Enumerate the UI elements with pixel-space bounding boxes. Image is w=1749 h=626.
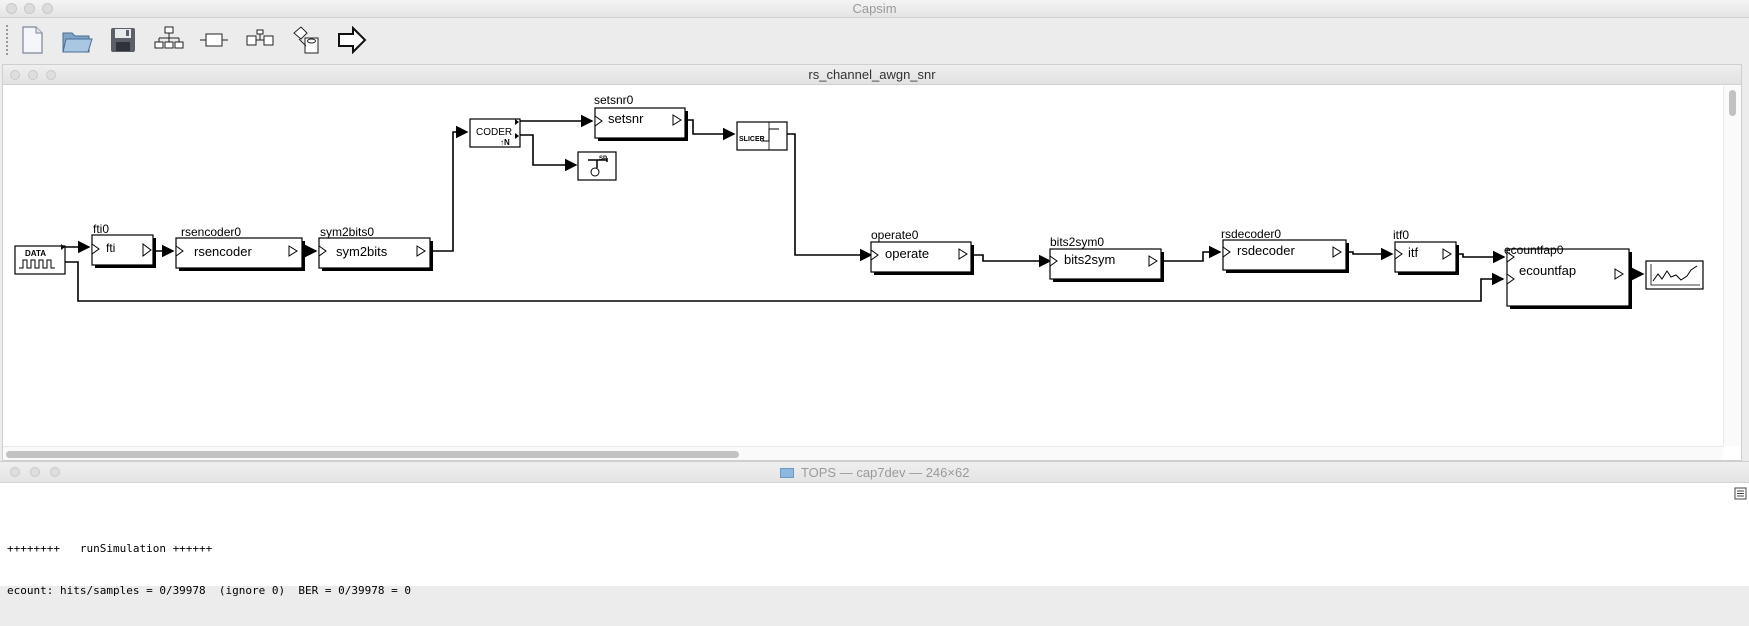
save-button[interactable] (106, 23, 140, 57)
wire-bits2sym-rsdecoder (1161, 245, 1222, 262)
block-rsencoder0[interactable]: rsencoder0 rsencoder (175, 225, 305, 271)
block-operate0[interactable]: operate0 operate (870, 228, 974, 275)
editor-title-bar: rs_channel_awgn_snr (3, 65, 1741, 85)
probe-block[interactable]: SP (577, 151, 617, 181)
plot-sink-block[interactable] (1645, 260, 1704, 290)
square-wave-icon (19, 259, 55, 269)
block-itf0-name: itf0 (1393, 228, 1409, 242)
run-button[interactable] (335, 23, 369, 57)
terminal-output[interactable]: ++++++++ runSimulation ++++++ ecount: hi… (7, 514, 411, 626)
wire-rsdecoder-itf (1346, 247, 1394, 261)
wire-data-ecountfap (65, 261, 1505, 302)
block-rsencoder0-label: rsencoder (194, 244, 252, 259)
coder-block[interactable]: CODER ↑N (469, 118, 521, 148)
terminal-minimize-button[interactable] (30, 467, 40, 477)
app-title-bar: Capsim (0, 0, 1749, 18)
block-setsnr0-name: setsnr0 (594, 93, 634, 107)
data-source-block[interactable]: DATA (14, 244, 66, 275)
wires (65, 114, 1645, 302)
wire-setsnr-slicer (685, 119, 736, 141)
toolbar (0, 19, 1749, 61)
block-operate0-name: operate0 (871, 228, 919, 242)
terminal-menu-icon[interactable] (1733, 487, 1749, 501)
plot-graph-icon (1652, 265, 1698, 282)
coder-sub-label: ↑N (500, 138, 510, 147)
terminal-title: TOPS — cap7dev — 246×62 (800, 465, 970, 480)
block-rsdecoder0[interactable]: rsdecoder0 rsdecoder (1221, 227, 1349, 273)
slicer-label: SLICER (739, 136, 765, 143)
save-disk-icon (111, 28, 135, 52)
wire-itf-ecountfap (1456, 250, 1506, 264)
zoom-window-button[interactable] (42, 3, 53, 14)
connect-blocks-icon (246, 29, 274, 46)
block-fti0[interactable]: fti0 fti (91, 222, 156, 268)
block-itf0-label: itf (1408, 245, 1419, 260)
parameters-button[interactable] (289, 23, 323, 57)
run-arrow-icon (338, 26, 367, 54)
block-bits2sym0-name: bits2sym0 (1050, 235, 1104, 249)
editor-zoom-button[interactable] (46, 70, 56, 80)
wire-operate-bits2sym (973, 254, 1052, 268)
hierarchy-tree-icon (154, 26, 184, 49)
data-source-label: DATA (25, 249, 46, 258)
horizontal-scroll-thumb[interactable] (6, 451, 739, 458)
folder-icon (779, 468, 794, 478)
editor-title: rs_channel_awgn_snr (808, 67, 936, 82)
connect-button[interactable] (243, 23, 277, 57)
new-button[interactable] (15, 23, 49, 57)
app-title: Capsim (852, 1, 897, 16)
block-setsnr0[interactable]: setsnr0 setsnr (594, 93, 688, 141)
open-button[interactable] (60, 23, 94, 57)
block-setsnr0-label: setsnr (608, 111, 644, 126)
editor-window: rs_channel_awgn_snr (2, 64, 1742, 461)
terminal-title-bar: TOPS — cap7dev — 246×62 (0, 462, 1749, 483)
block-itf0[interactable]: itf0 itf (1393, 228, 1459, 275)
terminal-close-button[interactable] (10, 467, 20, 477)
block-bits2sym0[interactable]: bits2sym0 bits2sym (1049, 235, 1164, 282)
block-sym2bits0-label: sym2bits (336, 244, 388, 259)
close-window-button[interactable] (6, 3, 17, 14)
wire-coder-probe (520, 134, 578, 172)
vertical-scroll-thumb[interactable] (1729, 90, 1736, 116)
block-ecountfap0-label: ecountfap (1519, 263, 1576, 278)
parameters-icon (293, 26, 319, 54)
horizontal-scrollbar[interactable] (3, 446, 1723, 460)
editor-minimize-button[interactable] (28, 70, 38, 80)
vertical-scrollbar[interactable] (1723, 86, 1741, 446)
block-rsencoder0-name: rsencoder0 (181, 225, 241, 239)
wire-sym2bits-coder (430, 125, 469, 252)
add-block-button[interactable] (197, 23, 231, 57)
open-folder-icon (62, 32, 93, 53)
wire-slicer-operate (787, 133, 873, 262)
block-fti0-label: fti (106, 241, 115, 255)
block-operate0-label: operate (885, 246, 929, 261)
block-ecountfap0[interactable]: ecountfap0 ecountfap (1504, 243, 1632, 309)
terminal-zoom-button[interactable] (50, 467, 60, 477)
terminal-line-1: ++++++++ runSimulation ++++++ (7, 542, 213, 555)
terminal-window: TOPS — cap7dev — 246×62 ++++++++ runSimu… (0, 461, 1749, 597)
diagram-canvas[interactable]: DATA fti0 fti rsencoder0 rsencoder (3, 86, 1723, 446)
terminal-line-2: ecount: hits/samples = 0/39978 (ignore 0… (7, 584, 411, 597)
minimize-window-button[interactable] (24, 3, 35, 14)
hierarchy-button[interactable] (152, 23, 186, 57)
block-sym2bits0-name: sym2bits0 (320, 225, 374, 239)
block-icon (200, 33, 228, 47)
block-rsdecoder0-name: rsdecoder0 (1221, 227, 1281, 241)
svg-text:SP: SP (599, 156, 607, 162)
probe-icon (588, 158, 608, 168)
block-sym2bits0[interactable]: sym2bits0 sym2bits (318, 225, 433, 271)
slicer-block[interactable]: SLICER (736, 121, 788, 151)
toolbar-grip[interactable] (6, 25, 9, 55)
block-rsdecoder0-label: rsdecoder (1237, 243, 1295, 258)
coder-label: CODER (476, 127, 512, 138)
new-document-icon (22, 26, 43, 54)
block-ecountfap0-name: ecountfap0 (1504, 243, 1564, 257)
block-fti0-name: fti0 (93, 222, 109, 236)
block-bits2sym0-label: bits2sym (1064, 252, 1115, 267)
editor-close-button[interactable] (10, 70, 20, 80)
